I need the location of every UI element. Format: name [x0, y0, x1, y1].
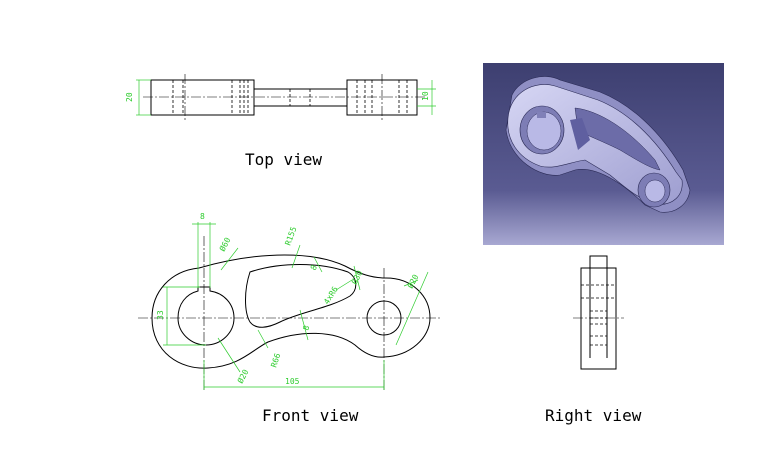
right-view-hidden-lines — [581, 284, 616, 346]
dim-big-dia: Ø60 — [217, 235, 239, 271]
dim-small-dia-label: Ø30 — [349, 268, 365, 286]
right-view-key — [589, 255, 608, 269]
dim-height-label: 20 — [125, 92, 134, 102]
dim-rib-top: 8 — [309, 256, 323, 273]
isometric-render — [483, 63, 724, 245]
front-view: 8 Ø60 R155 8 4xR6 Ø30 Ø20 — [138, 212, 440, 425]
top-view-web — [253, 88, 348, 107]
dim-hole-dia: Ø20 — [395, 271, 429, 346]
dim-lower-dia-label: Ø20 — [235, 367, 251, 385]
top-view-hidden-lines — [172, 80, 408, 115]
right-view-caption: Right view — [545, 406, 642, 425]
dim-fillets-label: 4xR6 — [322, 285, 340, 306]
3d-render-icon — [505, 76, 691, 213]
dim-key: 8 — [192, 212, 216, 288]
dim-hole-dia-label: Ø20 — [405, 272, 421, 290]
dim-thickness-label: 10 — [421, 91, 430, 101]
dim-lower-dia: Ø20 — [217, 337, 251, 385]
front-view-outline — [151, 254, 431, 369]
top-view-dim-thickness: 10 — [417, 80, 436, 115]
dim-inner-radius: R66 — [257, 329, 282, 369]
dim-key-label: 8 — [200, 212, 205, 221]
front-view-slot — [245, 264, 357, 328]
dim-inner-radius-label: R66 — [269, 352, 282, 369]
dim-arc-radius-label: R155 — [283, 225, 298, 246]
dim-big-dia-label: Ø60 — [217, 235, 233, 253]
dim-center-distance: 105 — [203, 360, 385, 390]
dim-arc-radius: R155 — [283, 225, 301, 269]
dim-rib-top-label: 8 — [309, 263, 319, 272]
top-view: 20 10 Top view — [125, 74, 436, 169]
right-view-body — [580, 267, 617, 370]
dim-bore-label: 33 — [156, 310, 165, 320]
dim-center-distance-label: 105 — [285, 377, 300, 386]
front-view-caption: Front view — [262, 406, 359, 425]
top-view-dim-height: 20 — [125, 79, 151, 116]
top-view-caption: Top view — [245, 150, 322, 169]
dim-bore: 33 — [156, 286, 206, 346]
dim-rib-bottom: 8 — [299, 309, 311, 341]
dim-rib-bottom-label: 8 — [301, 324, 311, 332]
front-view-big-hole — [177, 286, 235, 346]
top-view-left-boss — [150, 79, 255, 116]
right-view: Right view — [545, 255, 642, 425]
